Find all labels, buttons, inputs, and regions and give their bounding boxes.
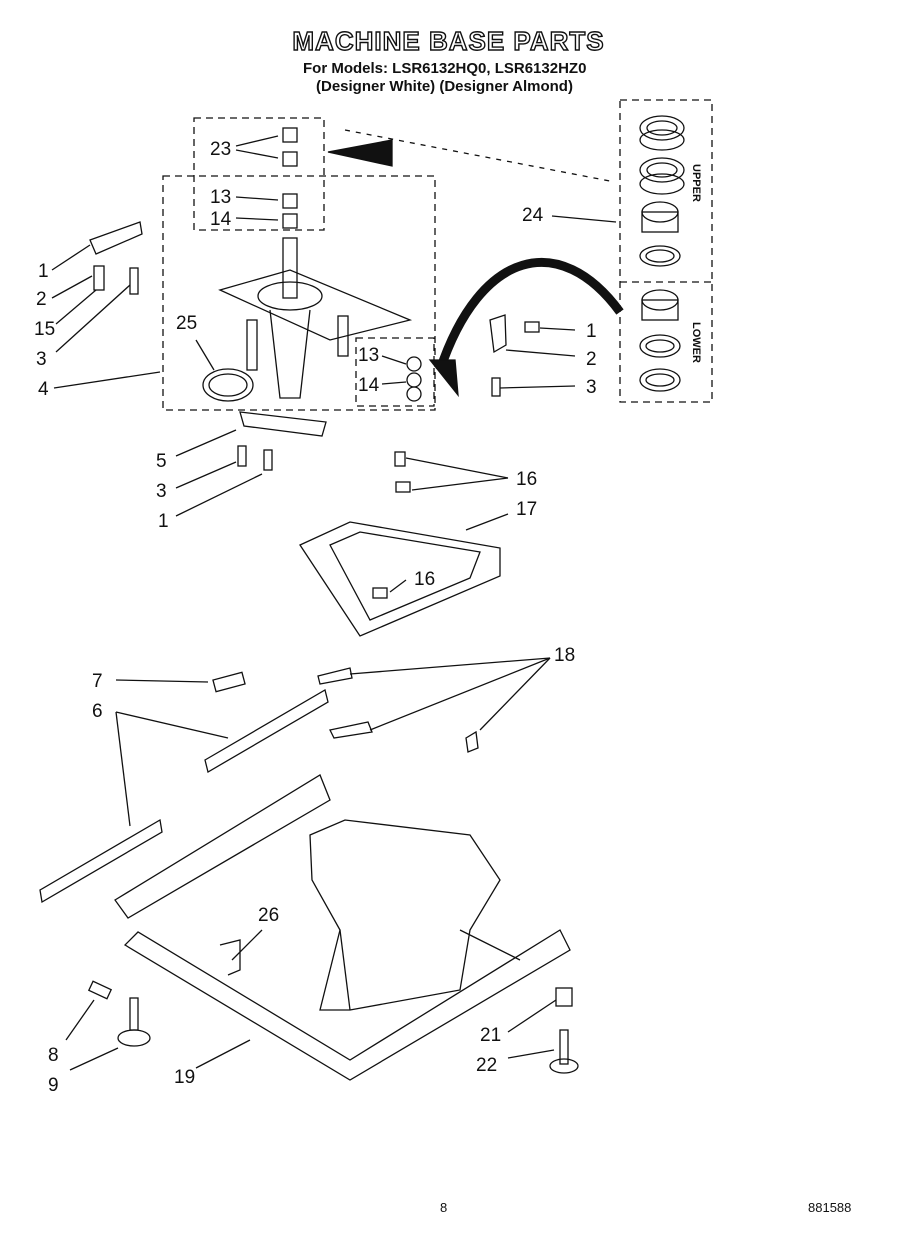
callout-7: 7 xyxy=(92,671,103,692)
callout-1-lower: 1 xyxy=(158,511,169,532)
callout-26: 26 xyxy=(258,905,280,926)
lower-label: LOWER xyxy=(690,322,702,363)
callout-8: 8 xyxy=(48,1045,59,1066)
variants-line: (Designer White) (Designer Almond) xyxy=(316,78,573,95)
callout-6: 6 xyxy=(92,701,103,722)
upper-label: UPPER xyxy=(690,164,702,202)
base-frame xyxy=(114,774,571,1081)
callout-2-right: 2 xyxy=(586,349,597,370)
callout-3-lower: 3 xyxy=(156,481,167,502)
callout-13: 13 xyxy=(210,187,232,208)
callout-5: 5 xyxy=(156,451,167,472)
callout-1: 1 xyxy=(38,261,49,282)
callout-9: 9 xyxy=(48,1075,59,1096)
braces xyxy=(39,667,479,904)
callout-25: 25 xyxy=(176,313,198,334)
box-transmission xyxy=(162,175,436,411)
callout-1-right: 1 xyxy=(586,321,597,342)
callout-22: 22 xyxy=(476,1055,498,1076)
callout-4: 4 xyxy=(38,379,49,400)
callout-3: 3 xyxy=(36,349,47,370)
callout-18: 18 xyxy=(554,645,576,666)
callout-24: 24 xyxy=(522,205,544,226)
upper-frame xyxy=(299,521,501,637)
page-number: 8 xyxy=(440,1200,448,1215)
models-line: For Models: LSR6132HQ0, LSR6132HZ0 xyxy=(303,60,587,77)
callout-17: 17 xyxy=(516,499,538,520)
transmission-assembly xyxy=(202,127,422,437)
leveling-legs xyxy=(87,980,579,1074)
seal-kit-rings xyxy=(639,115,685,392)
leader-lines xyxy=(51,135,617,1071)
curved-arrow xyxy=(435,257,624,372)
box-seal-kit xyxy=(619,99,713,403)
pointer-arrow xyxy=(327,139,393,167)
callout-3-right: 3 xyxy=(586,377,597,398)
callout-19: 19 xyxy=(174,1067,196,1088)
diagram-title: MACHINE BASE PARTS xyxy=(292,25,605,56)
box-upper-bearing xyxy=(193,117,325,231)
callout-15: 15 xyxy=(34,319,56,340)
box-lower-bearing xyxy=(355,337,435,407)
callout-21: 21 xyxy=(480,1025,502,1046)
callout-16: 16 xyxy=(516,469,538,490)
hardware xyxy=(89,221,540,599)
callout-16-frame: 16 xyxy=(414,569,436,590)
callout-14-lower: 14 xyxy=(358,375,380,396)
callout-13-lower: 13 xyxy=(358,345,380,366)
dashed-group-boxes xyxy=(162,99,713,411)
callout-14: 14 xyxy=(210,209,232,230)
callout-23: 23 xyxy=(210,139,232,160)
document-code: 881588 xyxy=(808,1200,852,1215)
callout-2: 2 xyxy=(36,289,47,310)
